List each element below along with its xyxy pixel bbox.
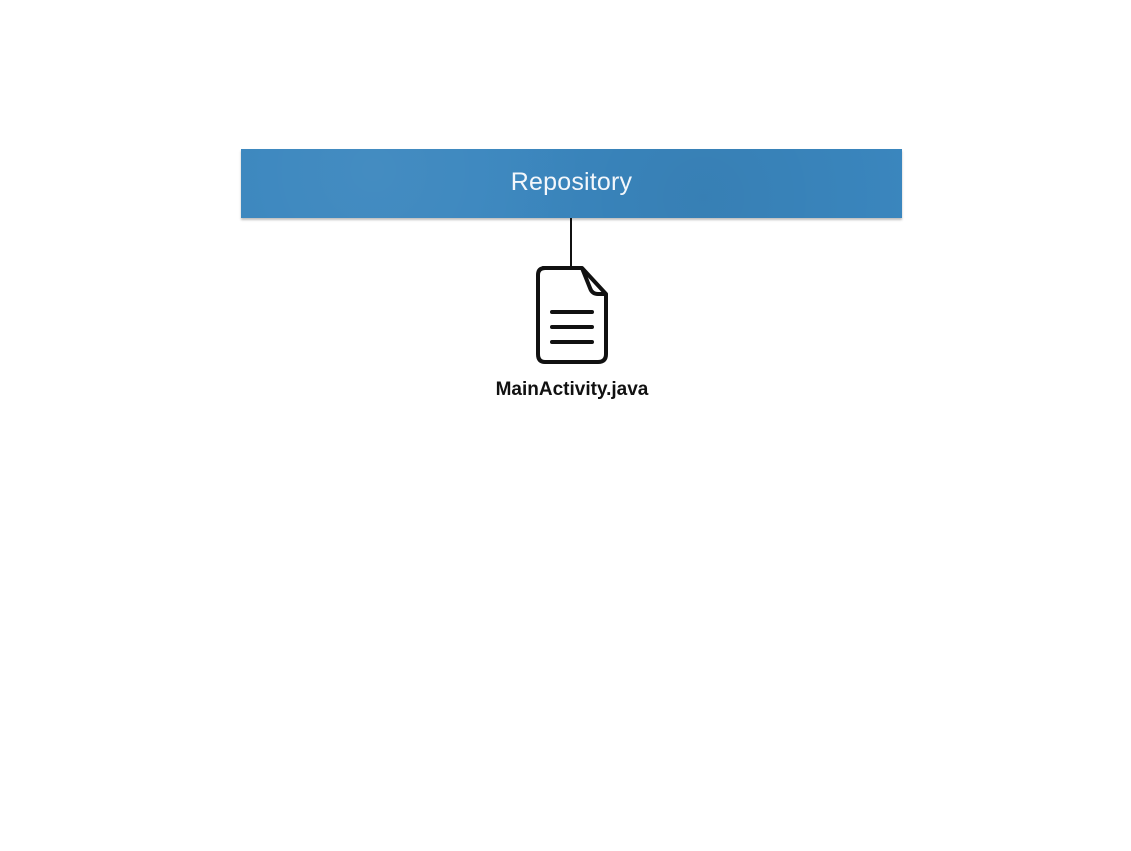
repository-node: Repository xyxy=(241,149,902,218)
connector-line xyxy=(570,218,572,269)
repository-label: Repository xyxy=(510,168,633,196)
document-icon xyxy=(536,266,608,364)
file-name-label: MainActivity.java xyxy=(495,379,649,400)
